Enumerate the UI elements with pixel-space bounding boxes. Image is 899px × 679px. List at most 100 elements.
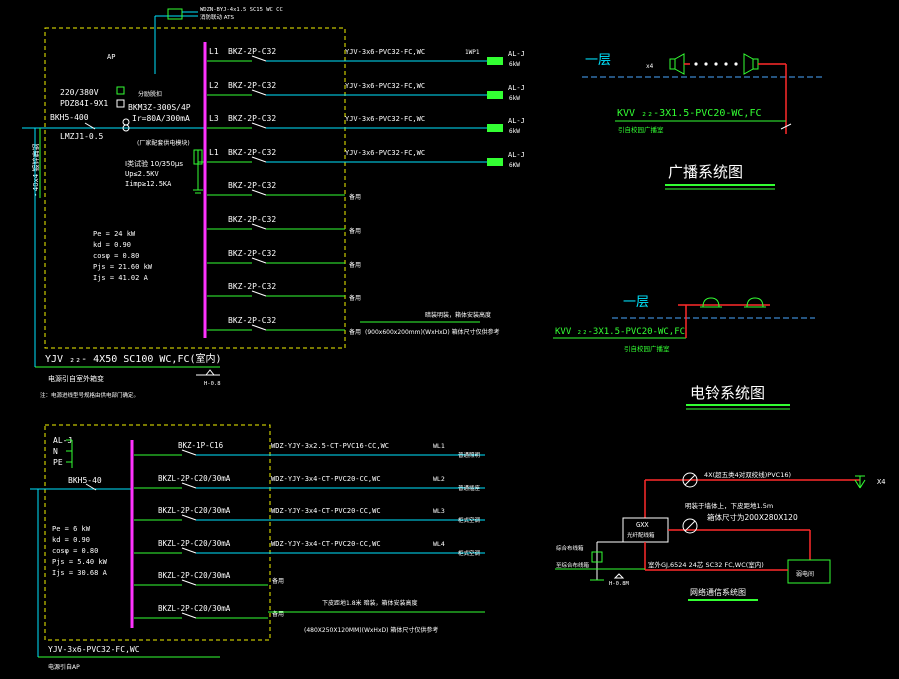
alj-calc-ijs: Ijs = 30.68 A — [52, 569, 108, 577]
spd-indicator-2 — [116, 99, 125, 108]
ap-circuit-dest: AL-J — [508, 117, 525, 125]
alj-panel: AL-J N PE BKH5-40 Pe = 6 kW kd = 0.90 co… — [30, 424, 485, 671]
alj-main-breaker: BKH5-40 — [68, 476, 102, 485]
network-bottom-cable: 室外GJ,6524 24芯 SC32 FC,WC(室内) — [648, 560, 764, 569]
ap-circuit-load: 6kW — [509, 95, 520, 102]
alj-calc-pe: Pe = 6 kW — [52, 525, 91, 533]
top-feed-sub-label: 消防联动 ATS — [200, 13, 234, 21]
alj-calc-cos: cosφ = 0.80 — [52, 547, 98, 555]
alj-circuit-breaker: BKZL-2P-C20/30mA — [158, 539, 231, 548]
broadcast-cable: KVV ₂₂-3X1.5-PVC20-WC,FC — [617, 108, 762, 119]
ap-feeder-note: 电源引自室外箱变 — [48, 374, 104, 383]
network-note1: 明装于墙体上，下皮距地1.5m — [685, 501, 773, 510]
alj-panel-border — [44, 424, 271, 641]
ap-circuit-load: 6kW — [509, 61, 520, 68]
surge-2: Up≤2.5KV — [125, 170, 160, 178]
alj-circuit-dest: 备用 — [272, 610, 284, 618]
ap-load-block — [487, 91, 503, 99]
weak-current-room: 弱电间 — [796, 570, 814, 578]
ap-circuit-dest: 备用 — [349, 328, 361, 336]
ap-circuit-cable: YJV-3x6-PVC32-FC,WC — [345, 48, 425, 56]
alj-circuit-breaker: BKZ-1P-C16 — [178, 441, 224, 450]
surge-3: Iimp≥12.5KA — [125, 180, 172, 188]
alj-circuit-row: BKZL-2P-C20/30mA 备用 — [134, 604, 284, 619]
spd-model: BKM3Z-300S/4P — [128, 103, 191, 112]
ap-note-size: (900x600x200mm)(WxHxD) 箱体尺寸仅供参考 — [365, 328, 500, 336]
main-breaker-label: BKH5-400 — [50, 113, 89, 122]
ct-icon-2 — [122, 124, 130, 132]
ap-circuit-dest: 备用 — [349, 193, 361, 201]
network-outlet-icon — [682, 472, 698, 488]
ap-breaker-switch — [251, 257, 267, 264]
panel-code: PDZ84I-9X1 — [60, 99, 108, 108]
broadcast-title: 广播系统图 — [668, 163, 743, 181]
ap-calc-pe: Pe = 24 kW — [93, 230, 136, 238]
alj-breaker-switch — [181, 449, 197, 456]
alj-circuit-wl: WL1 — [433, 442, 445, 450]
alj-feeder-note: 电源引自AP — [48, 663, 80, 671]
alj-calc-pjs: Pjs = 5.40 kW — [52, 558, 108, 566]
ap-panel-name: AP — [107, 53, 115, 61]
fiber-box-line1: GXX — [636, 521, 649, 529]
top-feed-label: WDZN-BYJ-4x1.5 SC15 WC CC — [200, 7, 283, 13]
ap-circuit-phase: L3 — [209, 114, 219, 123]
bell-system: 一层 KVV ₂₂-3X1.5-PVC20-WC,FC 引自校园广播室 电铃系统… — [553, 295, 815, 410]
alj-circuit-wl: WL3 — [433, 507, 445, 515]
ap-circuit-breaker: BKZ-2P-C32 — [228, 81, 276, 90]
alj-calc-kd: kd = 0.90 — [52, 536, 90, 544]
bell-title: 电铃系统图 — [690, 384, 765, 402]
alj-calc-block: Pe = 6 kW kd = 0.90 cosφ = 0.80 Pjs = 5.… — [52, 525, 108, 577]
alj-circuit-breaker: BKZL-2P-C20/30mA — [158, 604, 231, 613]
alj-feeder: YJV-3x6-PVC32-FC,WC — [48, 645, 140, 654]
alj-circuit-breaker: BKZL-2P-C20/30mA — [158, 474, 231, 483]
ap-load-block — [487, 57, 503, 65]
spd-box — [193, 149, 203, 165]
alj-n: N — [53, 447, 58, 456]
speaker-icon-2 — [743, 53, 759, 75]
surge-1: I类试验 10/350μs — [125, 159, 183, 168]
ap-circuit-dest: AL-J — [508, 84, 525, 92]
network-left1: 综合布线箱 — [556, 544, 584, 552]
alj-circuit-dest: 普通照明 — [458, 451, 481, 459]
alj-breaker-switch — [181, 547, 197, 554]
ap-breaker-switch — [251, 189, 267, 196]
network-outlet-icon-2 — [682, 518, 698, 534]
ap-circuit-phase: L1 — [209, 148, 219, 157]
alj-breaker-switch — [181, 612, 197, 619]
ap-note-top: 暗装明装，箱体安装高度 — [425, 311, 491, 319]
spd-rating: Ir=80A/300mA — [132, 114, 190, 123]
network-terminal-box — [591, 551, 603, 563]
alj-circuit-breaker: BKZL-2P-C20/30mA — [158, 571, 231, 580]
alj-breaker-switch — [181, 579, 197, 586]
ap-circuit-dest: 备用 — [349, 261, 361, 269]
ap-load-block — [487, 124, 503, 132]
speaker-icon — [669, 53, 685, 75]
alj-breaker-switch — [181, 514, 197, 521]
broadcast-floor: 一层 — [585, 53, 611, 68]
ap-breaker-switch — [251, 89, 267, 96]
network-title: 网络通信系统图 — [690, 587, 746, 597]
ap-calc-cos: cosφ = 0.80 — [93, 252, 139, 260]
network-jack-icon — [854, 475, 866, 489]
ap-circuit-cable: YJV-3x6-PVC32-FC,WC — [345, 149, 425, 157]
ct-icon — [122, 118, 130, 126]
ap-circuit-breaker: BKZ-2P-C32 — [228, 215, 276, 224]
ap-circuit-phase: L1 — [209, 47, 219, 56]
alj-circuit-breaker: BKZL-2P-C20/30mA — [158, 506, 231, 515]
ap-calc-pjs: Pjs = 21.60 kW — [93, 263, 153, 271]
ap-calc-kd: kd = 0.90 — [93, 241, 131, 249]
ap-circuit-dest: 备用 — [349, 294, 361, 302]
spd-indicator — [116, 86, 125, 95]
bell-floor: 一层 — [623, 295, 649, 310]
ap-circuit-load: 6KW — [509, 162, 520, 169]
alj-circuit-dest: 普通插座 — [458, 484, 481, 492]
